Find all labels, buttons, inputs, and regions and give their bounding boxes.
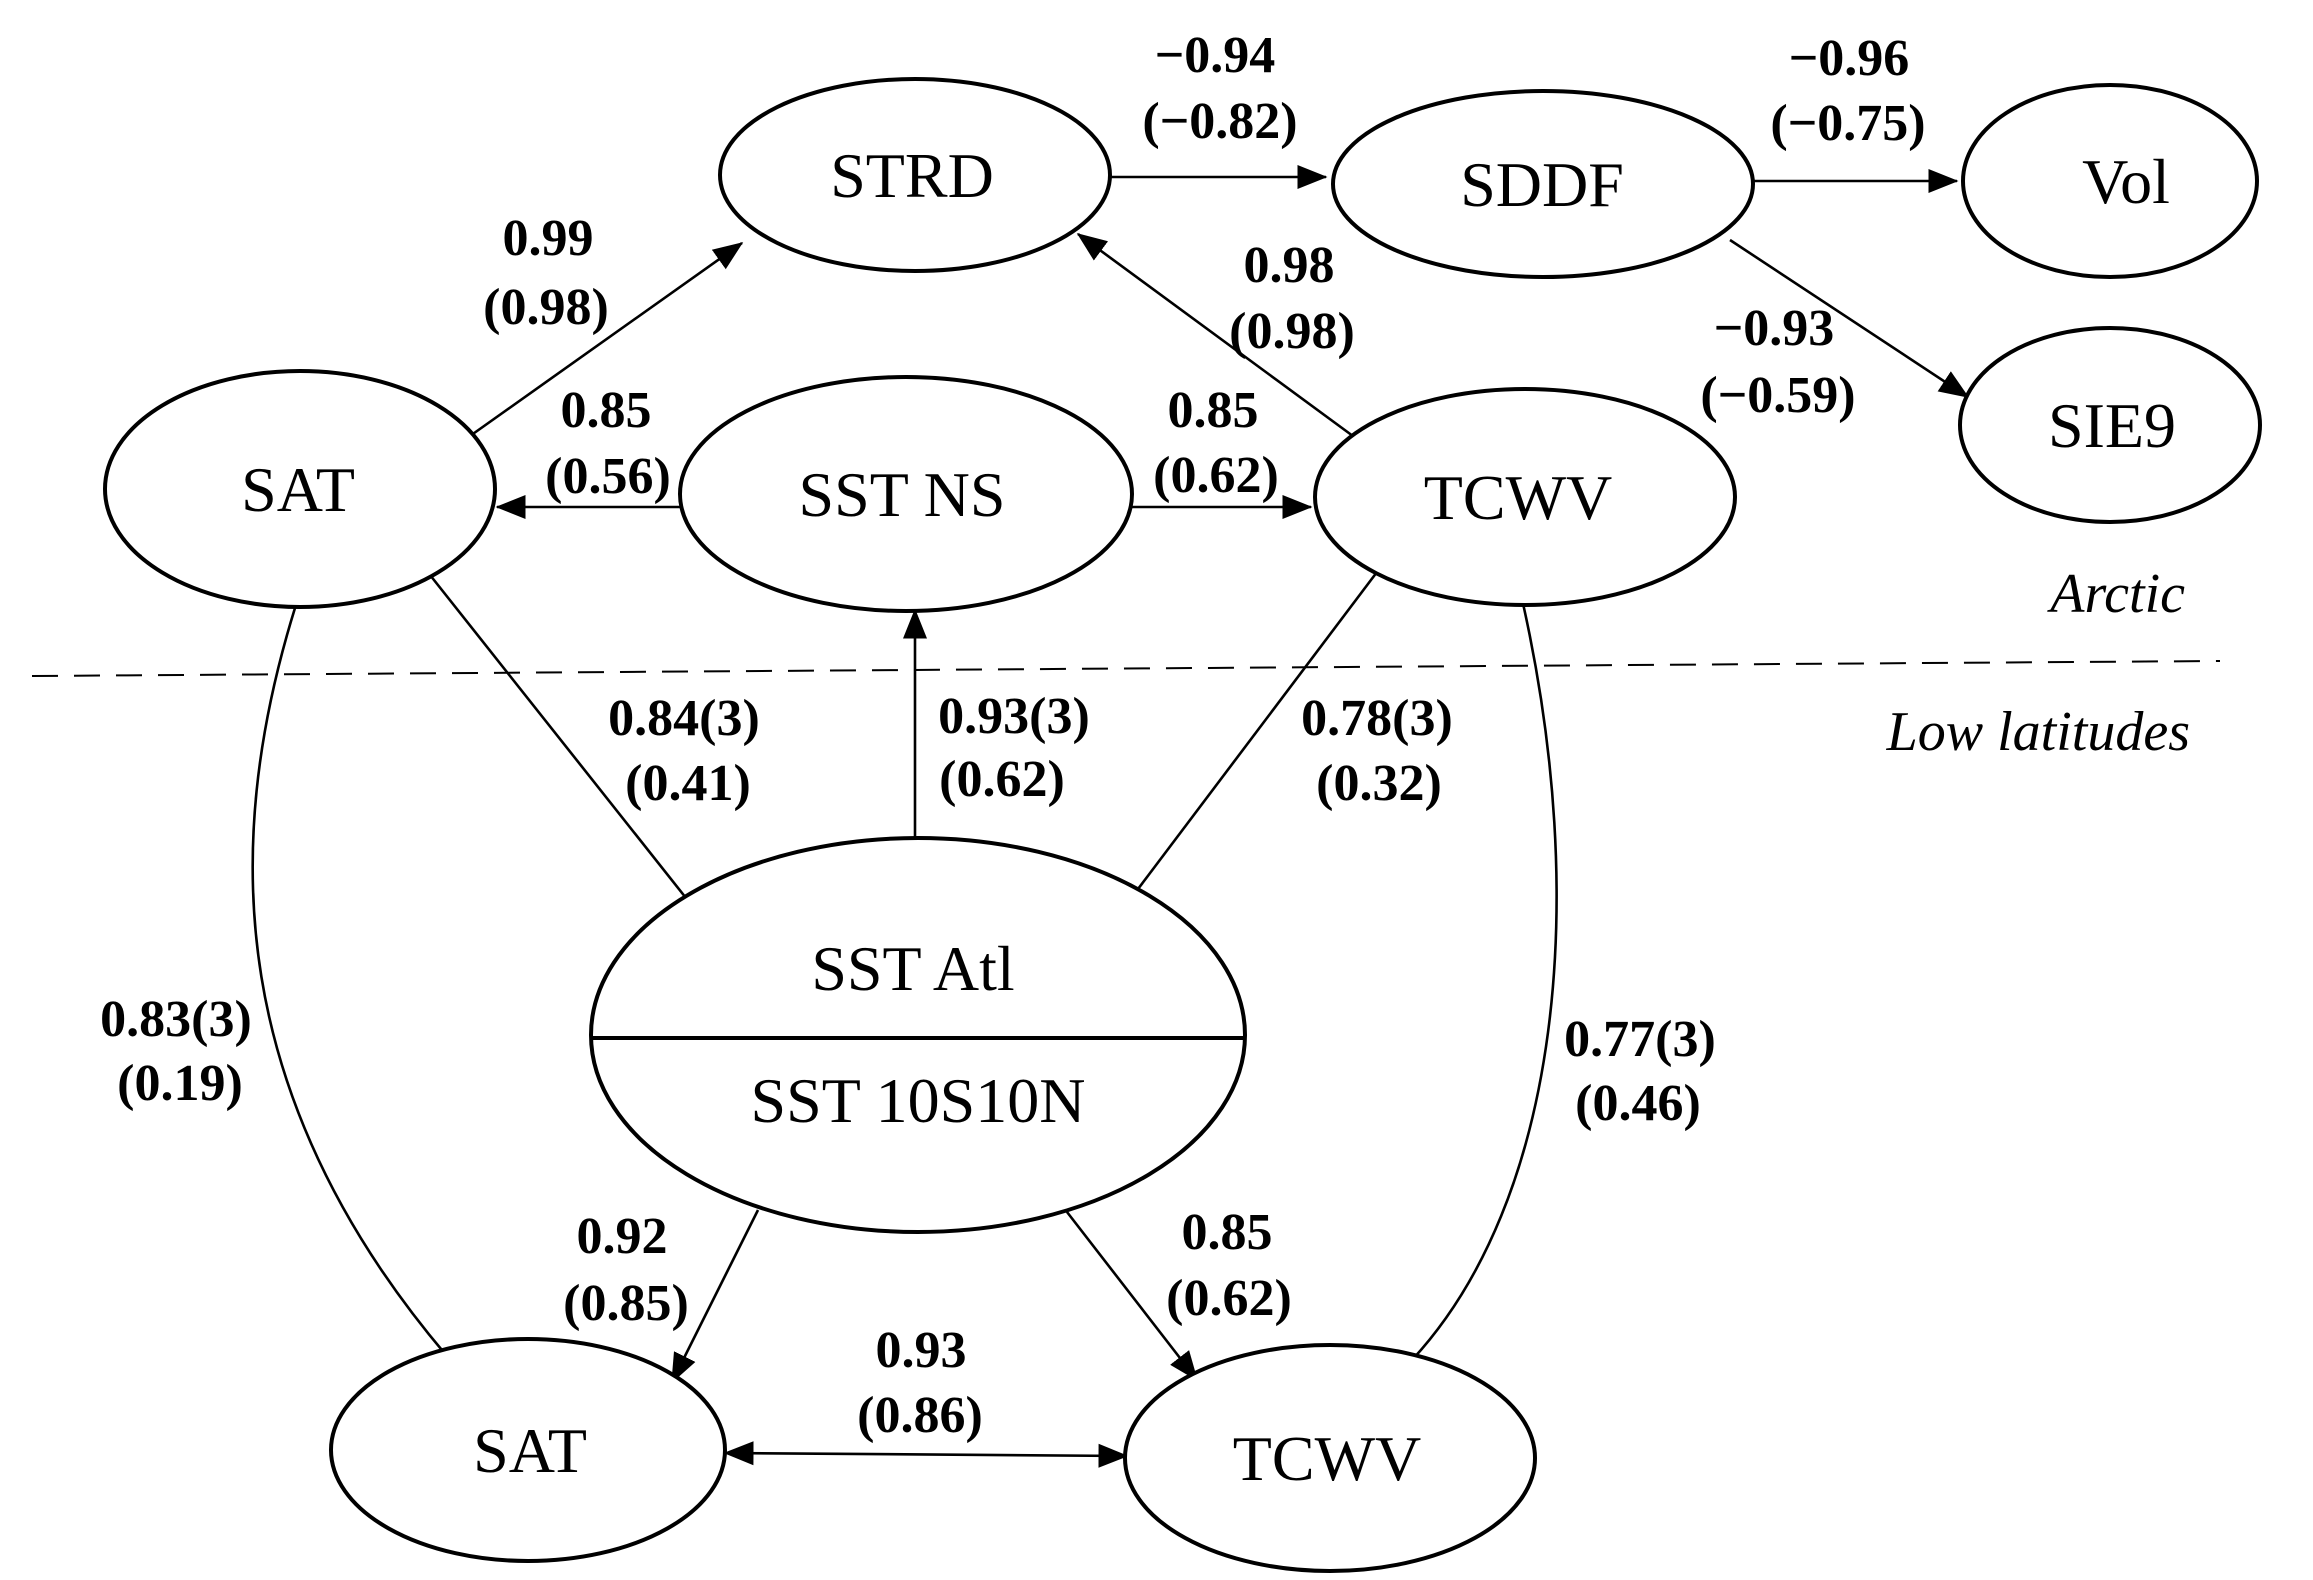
svg-text:TCWV: TCWV: [1233, 1423, 1421, 1494]
svg-text:SST NS: SST NS: [799, 459, 1006, 530]
region-label-arctic: Arctic: [2046, 563, 2185, 625]
svg-text:(0.56): (0.56): [545, 448, 671, 505]
node-strd: STRD: [718, 77, 1112, 273]
svg-text:(0.85): (0.85): [563, 1275, 689, 1332]
node-label-sst-10s10n: SST 10S10N: [751, 1065, 1086, 1136]
edge-atl-sat-arctic: [428, 574, 688, 899]
edge-label-sstns-sat: 0.85 (0.56): [545, 382, 671, 505]
edge-label-sddf-sie9: −0.93 (−0.59): [1700, 300, 1855, 424]
svg-text:STRD: STRD: [830, 140, 994, 211]
node-sat-arctic: SAT: [103, 369, 497, 609]
svg-text:(0.62): (0.62): [1153, 447, 1279, 504]
svg-text:(0.98): (0.98): [1229, 303, 1355, 360]
svg-text:−0.93: −0.93: [1714, 300, 1835, 357]
svg-text:−0.94: −0.94: [1155, 27, 1276, 84]
edge-label-center-tcwvlow: 0.85 (0.62): [1166, 1204, 1292, 1327]
edge-label-satlow-tcwvlow: 0.93 (0.86): [857, 1322, 983, 1444]
edge-center-tcwvlow: [1065, 1211, 1199, 1382]
edge-label-sddf-vol: −0.96 (−0.75): [1770, 30, 1925, 152]
edge-tcwv-strd: [1076, 232, 1358, 441]
svg-text:0.77(3): 0.77(3): [1564, 1011, 1716, 1068]
svg-text:(0.19): (0.19): [117, 1055, 243, 1112]
svg-text:(0.62): (0.62): [939, 751, 1065, 808]
node-sat-low: SAT: [329, 1337, 727, 1563]
svg-text:0.85: 0.85: [561, 382, 652, 439]
svg-text:0.98: 0.98: [1244, 237, 1335, 294]
edge-sddf-sie9: [1729, 238, 1970, 399]
svg-text:−0.96: −0.96: [1789, 30, 1910, 87]
svg-text:(−0.82): (−0.82): [1142, 93, 1297, 150]
svg-text:0.84(3): 0.84(3): [608, 690, 760, 747]
node-sddf: SDDF: [1331, 89, 1755, 279]
edge-label-strd-sddf: −0.94 (−0.82): [1142, 27, 1297, 150]
node-sst-atl-10s10n: SST Atl SST 10S10N: [589, 836, 1247, 1234]
edge-tcwvlow-tcwv-arctic: [1411, 598, 1558, 1361]
edge-center-satlow: [670, 1209, 760, 1384]
edge-label-center-satlow: 0.92 (0.85): [563, 1208, 689, 1332]
node-vol: Vol: [1961, 83, 2259, 279]
svg-text:0.92: 0.92: [577, 1208, 668, 1265]
edge-atl-tcwv-arctic: [1133, 571, 1379, 894]
svg-text:(0.62): (0.62): [1166, 1270, 1292, 1327]
svg-text:0.85: 0.85: [1168, 382, 1259, 439]
svg-text:0.99: 0.99: [503, 210, 594, 267]
edge-label-sat-strd: 0.99 (0.98): [483, 210, 609, 336]
edge-sat-strd: [469, 241, 744, 438]
node-tcwv-low: TCWV: [1123, 1343, 1537, 1573]
svg-text:SAT: SAT: [473, 1415, 587, 1486]
edge-satlow-tcwvlow: [723, 1441, 1129, 1468]
svg-text:(0.41): (0.41): [625, 755, 751, 812]
node-sst-ns: SST NS: [678, 375, 1134, 613]
region-divider: [31, 660, 2221, 677]
node-label-sst-atl: SST Atl: [811, 933, 1014, 1004]
edge-label-atl-tcwv-arctic: 0.78(3) (0.32): [1301, 690, 1453, 812]
svg-text:0.93: 0.93: [876, 1322, 967, 1379]
edge-label-satlow-sat-arctic: 0.83(3) (0.19): [100, 991, 252, 1112]
edge-label-atl-sstns: 0.93(3) (0.62): [938, 688, 1090, 808]
svg-text:0.83(3): 0.83(3): [100, 991, 252, 1048]
edge-label-atl-sat-arctic: 0.84(3) (0.41): [608, 690, 760, 812]
edge-label-sstns-tcwv: 0.85 (0.62): [1153, 382, 1279, 504]
svg-text:(0.32): (0.32): [1316, 755, 1442, 812]
svg-text:(0.46): (0.46): [1575, 1075, 1701, 1132]
svg-text:(0.98): (0.98): [483, 279, 609, 336]
node-sie9: SIE9: [1958, 326, 2262, 524]
edge-satlow-sat-arctic: [251, 607, 447, 1356]
svg-text:TCWV: TCWV: [1424, 462, 1612, 533]
svg-text:0.85: 0.85: [1182, 1204, 1273, 1261]
edge-label-tcwvlow-tcwv-arctic: 0.77(3) (0.46): [1564, 1011, 1716, 1132]
region-label-low-latitudes: Low latitudes: [1886, 701, 2190, 763]
svg-text:Vol: Vol: [2082, 146, 2170, 217]
svg-text:0.78(3): 0.78(3): [1301, 690, 1453, 747]
svg-text:SIE9: SIE9: [2048, 390, 2176, 461]
edge-label-tcwv-strd: 0.98 (0.98): [1229, 237, 1355, 360]
svg-text:(0.86): (0.86): [857, 1387, 983, 1444]
svg-text:SAT: SAT: [241, 454, 355, 525]
node-tcwv-arctic: TCWV: [1313, 387, 1737, 607]
svg-text:0.93(3): 0.93(3): [938, 688, 1090, 745]
svg-text:(−0.59): (−0.59): [1700, 367, 1855, 424]
svg-text:SDDF: SDDF: [1460, 149, 1624, 220]
svg-text:(−0.75): (−0.75): [1770, 95, 1925, 152]
